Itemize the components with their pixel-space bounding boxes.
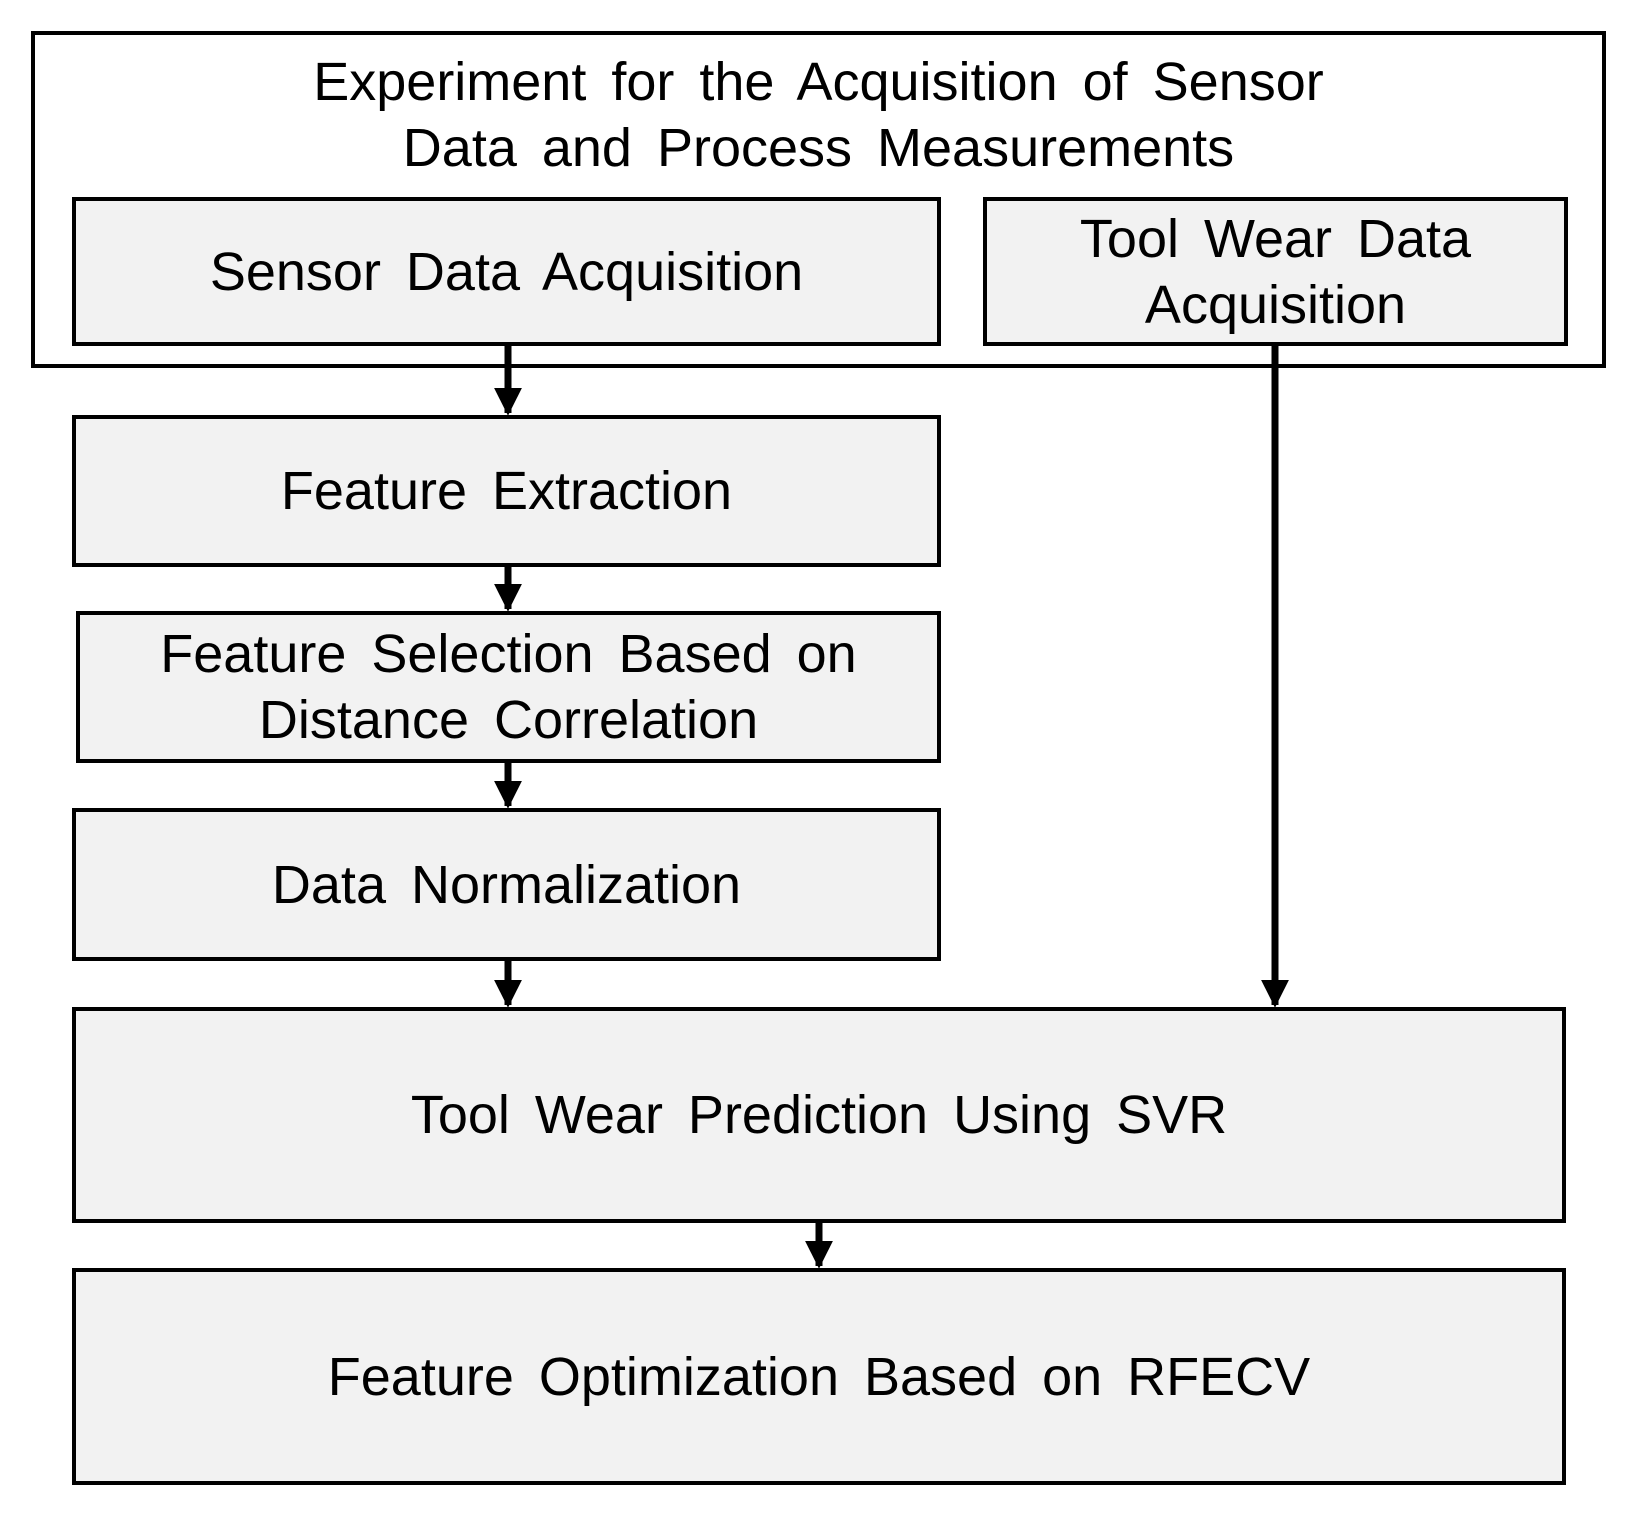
feature-optimization-box: Feature Optimization Based on RFECV — [72, 1268, 1566, 1485]
sensor-data-acquisition-box: Sensor Data Acquisition — [72, 197, 941, 346]
tool-wear-prediction-box: Tool Wear Prediction Using SVR — [72, 1007, 1566, 1223]
feature-extraction-label: Feature Extraction — [280, 461, 733, 521]
feature-selection-line2: Distance Correlation — [258, 690, 759, 750]
tool-wear-prediction-label: Tool Wear Prediction Using SVR — [410, 1085, 1228, 1145]
tool-wear-acquisition-line2: Acquisition — [1144, 274, 1407, 335]
tool-wear-acquisition-line1: Tool Wear Data — [1079, 208, 1472, 269]
tool-wear-data-acquisition-box: Tool Wear Data Acquisition — [983, 197, 1568, 346]
data-normalization-box: Data Normalization — [72, 808, 941, 961]
sensor-data-acquisition-label: Sensor Data Acquisition — [209, 241, 804, 302]
experiment-title-line2: Data and Process Measurements — [402, 118, 1235, 178]
experiment-title: Experiment for the Acquisition of Sensor… — [35, 49, 1602, 181]
feature-optimization-label: Feature Optimization Based on RFECV — [327, 1346, 1311, 1407]
feature-extraction-box: Feature Extraction — [72, 415, 941, 567]
feature-selection-box: Feature Selection Based on Distance Corr… — [76, 611, 941, 763]
data-normalization-label: Data Normalization — [271, 854, 742, 915]
feature-selection-line1: Feature Selection Based on — [160, 624, 857, 684]
experiment-title-line1: Experiment for the Acquisition of Sensor — [313, 52, 1324, 112]
